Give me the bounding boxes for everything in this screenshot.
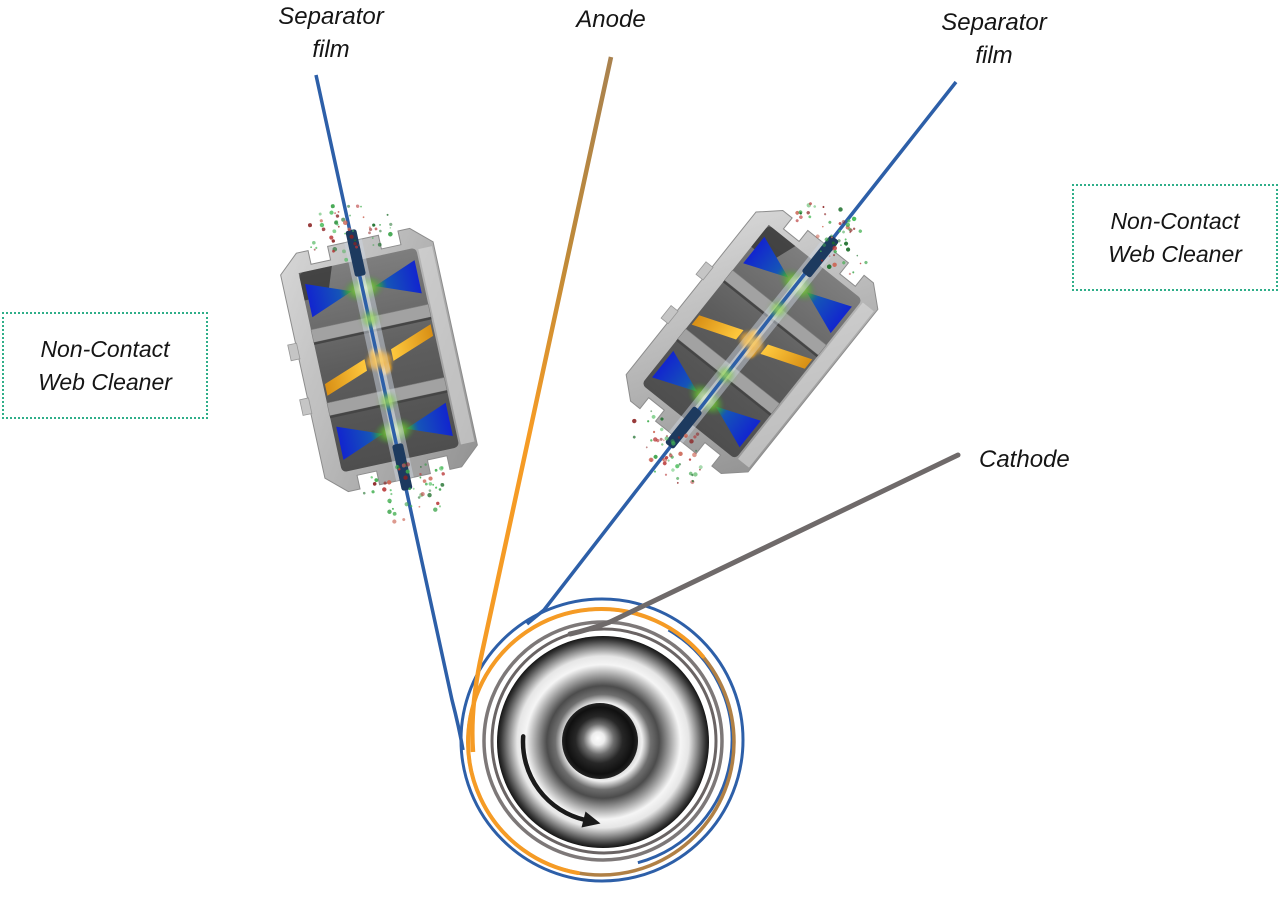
separator-film-line-right bbox=[525, 80, 958, 626]
web-cleaner-left-box-line2: Web Cleaner bbox=[38, 368, 172, 395]
separator-film-right-label: Separator film bbox=[913, 6, 1075, 72]
anode-wrap-fresh-arc bbox=[466, 607, 705, 875]
separator-film-left-label: Separator film bbox=[250, 0, 412, 66]
separator-film-line-left bbox=[314, 74, 465, 751]
anode-line bbox=[470, 56, 614, 753]
cathode-wrap-ring bbox=[490, 627, 718, 855]
web-cleaner-right-box-line1: Non-Contact bbox=[1110, 207, 1240, 234]
non-contact-web-cleaner-right-box: Non-Contact Web Cleaner bbox=[1072, 184, 1278, 291]
anode-label-text: Anode bbox=[576, 6, 646, 33]
cathode-line bbox=[567, 452, 961, 637]
web-cleaner-right-box-line2: Web Cleaner bbox=[1108, 240, 1242, 267]
separator-film-left-label-line1: Separator bbox=[278, 3, 384, 30]
dust-particles bbox=[308, 204, 393, 262]
cathode-label-text: Cathode bbox=[979, 446, 1070, 473]
rotation-arrow-icon bbox=[520, 734, 601, 828]
anode-label: Anode bbox=[551, 3, 671, 36]
web-cleaner-left-overlay bbox=[308, 204, 445, 524]
dust-particles bbox=[362, 462, 445, 524]
separator-film-left-label-line2: film bbox=[312, 36, 350, 63]
separator-film-right-label-line1: Separator bbox=[941, 9, 1047, 36]
winding-roll bbox=[459, 597, 745, 883]
roll-hub bbox=[562, 703, 638, 779]
non-contact-web-cleaner-left-box: Non-Contact Web Cleaner bbox=[2, 312, 208, 419]
cathode-label: Cathode bbox=[979, 443, 1119, 476]
web-cleaner-right-overlay bbox=[632, 202, 868, 484]
dust-particles bbox=[795, 202, 868, 275]
web-cleaner-left-box-line1: Non-Contact bbox=[40, 335, 170, 362]
dust-particles bbox=[632, 410, 703, 484]
separator-film-right-label-line2: film bbox=[975, 42, 1013, 69]
